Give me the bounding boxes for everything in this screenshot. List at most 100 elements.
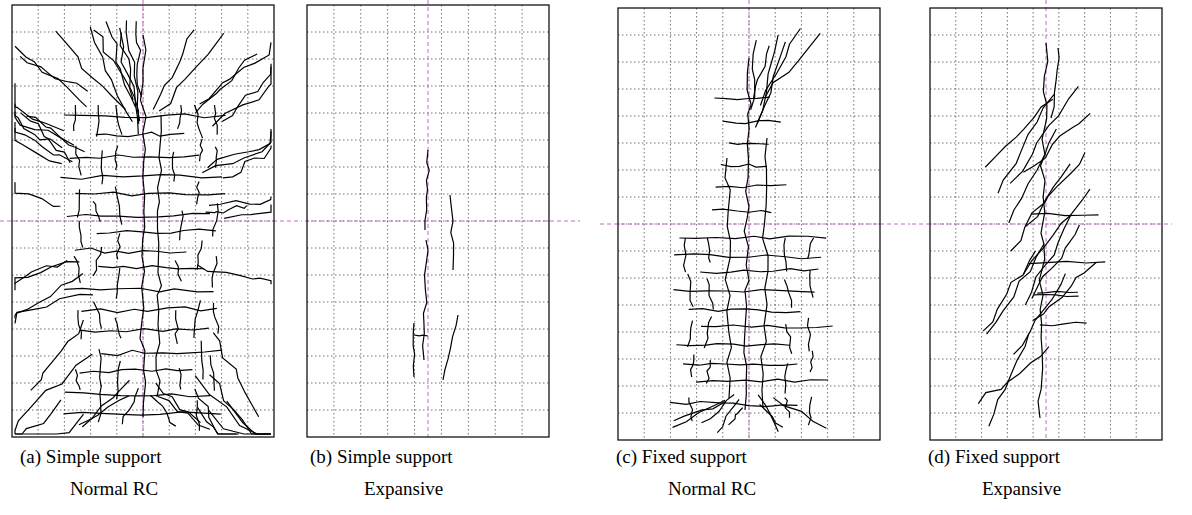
crack — [79, 396, 129, 425]
crack — [115, 318, 121, 339]
crack — [195, 389, 237, 434]
crack — [175, 260, 181, 281]
crack — [723, 120, 781, 123]
panel-caption: (c) Fixed support — [616, 446, 747, 469]
crack — [808, 397, 811, 425]
crack — [210, 375, 270, 434]
crack — [197, 265, 271, 284]
panel-caption: (a) Simple support — [20, 446, 161, 469]
crack — [983, 251, 1035, 331]
grid-line — [930, 251, 1162, 252]
crack — [20, 56, 88, 91]
crack — [700, 269, 818, 274]
crack — [689, 309, 801, 313]
slab-panel — [600, 0, 910, 440]
crack — [90, 27, 132, 122]
crack — [116, 105, 122, 135]
slab-outline — [12, 5, 274, 437]
crack — [115, 146, 118, 170]
crack — [784, 279, 791, 307]
crack — [1051, 48, 1059, 118]
grid-line — [12, 383, 274, 384]
crack — [94, 30, 133, 100]
crack — [213, 333, 258, 417]
crack — [15, 46, 87, 107]
crack — [224, 205, 271, 219]
crack — [423, 240, 428, 360]
crack — [721, 164, 767, 167]
crack — [195, 54, 257, 113]
crack — [115, 187, 121, 225]
crack — [706, 360, 710, 383]
crack — [158, 396, 210, 429]
crack — [75, 192, 225, 196]
crack — [1034, 294, 1079, 296]
crack — [98, 266, 204, 269]
grid-line — [414, 5, 415, 437]
slab-outline — [618, 8, 880, 440]
crack — [1031, 213, 1098, 215]
crack — [15, 294, 93, 318]
crack — [227, 401, 271, 434]
crack — [729, 143, 769, 144]
panel-subcaption: Normal RC — [70, 478, 158, 501]
crack — [696, 379, 828, 382]
center-axis — [305, 221, 580, 222]
crack — [179, 368, 181, 389]
grid-line — [696, 8, 697, 440]
crack — [989, 333, 1029, 426]
crack — [79, 221, 83, 247]
crack — [98, 385, 101, 422]
crack — [15, 262, 79, 284]
grid-line — [618, 89, 880, 90]
crack — [202, 131, 271, 173]
grid-line — [307, 356, 549, 357]
crack — [761, 138, 768, 408]
crack — [998, 94, 1054, 193]
crack — [26, 116, 84, 152]
crack — [808, 238, 814, 259]
crack — [120, 28, 139, 135]
crack — [688, 274, 693, 307]
center-axis — [600, 224, 910, 225]
crack — [213, 303, 218, 334]
crack — [93, 247, 101, 276]
crack — [196, 400, 199, 430]
panel-caption: (b) Simple support — [310, 446, 453, 469]
crack — [751, 40, 757, 109]
slab-panel — [912, 0, 1172, 440]
slab-panel — [305, 0, 580, 437]
crack — [60, 175, 221, 180]
center-axis — [428, 0, 429, 437]
crack — [15, 83, 64, 131]
crack — [15, 274, 83, 324]
panel-subcaption: Expansive — [982, 478, 1061, 501]
crack — [64, 288, 213, 292]
crack — [707, 238, 710, 262]
crack — [198, 408, 239, 434]
crack — [116, 268, 120, 299]
slab-outline — [930, 8, 1162, 440]
crack — [15, 414, 84, 434]
crack — [94, 302, 102, 329]
crack-group — [978, 43, 1105, 426]
crack — [70, 155, 199, 158]
crack — [810, 351, 813, 372]
crack — [99, 349, 101, 386]
crack — [65, 392, 210, 397]
crack — [210, 355, 214, 390]
panel-subcaption: Normal RC — [668, 478, 756, 501]
crack — [1014, 274, 1066, 355]
crack — [81, 307, 217, 313]
crack — [679, 236, 826, 239]
crack — [78, 310, 82, 339]
crack — [75, 248, 186, 253]
crack — [209, 197, 271, 206]
crack — [1038, 43, 1048, 418]
crack — [172, 152, 174, 182]
crack — [978, 347, 1049, 404]
crack — [197, 181, 200, 204]
crack — [120, 33, 138, 124]
